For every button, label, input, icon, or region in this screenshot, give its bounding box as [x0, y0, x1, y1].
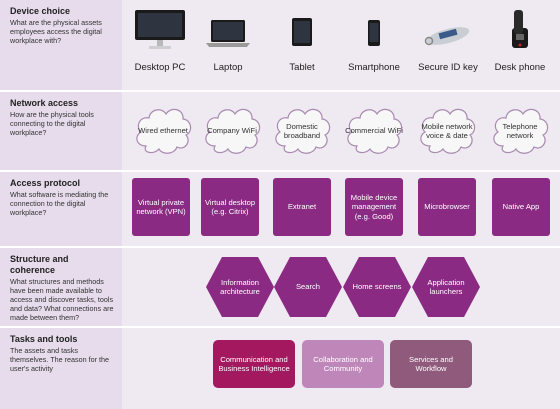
device-secure-id-key: Secure ID key: [412, 8, 484, 73]
protocol-extranet: Extranet: [273, 178, 331, 236]
structure-label: Home screens: [352, 282, 402, 292]
row-description: What software is mediating the connectio…: [10, 190, 109, 217]
row-label: Device choice What are the physical asse…: [0, 0, 122, 90]
device-smartphone: Smartphone: [338, 8, 410, 73]
network-cloud: Telephone network: [489, 102, 551, 160]
network-label: Mobile network voice & date: [421, 121, 473, 141]
row-label: Structure and coherence What structures …: [0, 248, 122, 326]
row-network-access: Network access How are the physical tool…: [0, 92, 560, 170]
network-cloud: Company WiFi: [201, 102, 263, 160]
row-description: What structures and methods have been ma…: [10, 277, 114, 322]
network-label: Telephone network: [502, 121, 538, 141]
row-title: Device choice: [10, 6, 71, 16]
network-cloud: Mobile network voice & date: [416, 102, 478, 160]
row-title: Tasks and tools: [10, 334, 78, 344]
structure-home-screens: Home screens: [342, 256, 412, 318]
network-label: Commercial WiFi: [345, 126, 403, 136]
device-label: Laptop: [213, 62, 243, 73]
device-label: Desk phone: [494, 62, 546, 73]
task-collaboration-community: Collaboration and Community: [302, 340, 384, 388]
network-cloud: Wired ethernet: [132, 102, 194, 160]
row-structure-coherence: Structure and coherence What structures …: [0, 248, 560, 326]
structure-label: Information architecture: [220, 277, 260, 297]
secure-id-key-icon: [412, 8, 484, 52]
desk-phone-icon: [484, 8, 556, 52]
protocol-native-app: Native App: [492, 178, 550, 236]
row-title: Structure and coherence: [10, 254, 69, 275]
structure-application-launchers: Application launchers: [411, 256, 481, 318]
device-laptop: Laptop: [192, 8, 264, 73]
structure-label: Application launchers: [427, 277, 465, 297]
task-communication-bi: Communication and Business Intelligence: [213, 340, 295, 388]
device-desktop-pc: Desktop PC: [124, 8, 196, 73]
smartphone-icon: [338, 8, 410, 52]
row-title: Network access: [10, 98, 79, 108]
network-label: Company WiFi: [207, 126, 257, 136]
device-tablet: Tablet: [266, 8, 338, 73]
row-description: How are the physical tools connecting to…: [10, 110, 94, 137]
laptop-icon: [192, 8, 264, 52]
structure-label: Search: [295, 282, 321, 292]
device-label: Smartphone: [348, 62, 400, 73]
structure-information-architecture: Information architecture: [205, 256, 275, 318]
row-description: The assets and tasks themselves. The rea…: [10, 346, 109, 373]
structure-search: Search: [273, 256, 343, 318]
protocol-mobile-device-management: Mobile device management (e.g. Good): [345, 178, 403, 236]
protocol-vpn: Virtual private network (VPN): [132, 178, 190, 236]
row-tasks-tools: Tasks and tools The assets and tasks the…: [0, 328, 560, 409]
network-label: Domestic broadband: [283, 121, 321, 141]
desktop-monitor-icon: [124, 8, 196, 52]
protocol-virtual-desktop: Virtual desktop (e.g. Citrix): [201, 178, 259, 236]
device-label: Tablet: [289, 62, 315, 73]
tablet-icon: [266, 8, 338, 52]
device-desk-phone: Desk phone: [484, 8, 556, 73]
device-label: Secure ID key: [418, 62, 478, 73]
row-device-choice: Device choice What are the physical asse…: [0, 0, 560, 90]
row-description: What are the physical assets employees a…: [10, 18, 102, 45]
row-title: Access protocol: [10, 178, 81, 188]
row-label: Tasks and tools The assets and tasks the…: [0, 328, 122, 409]
task-services-workflow: Services and Workflow: [390, 340, 472, 388]
device-label: Desktop PC: [134, 62, 186, 73]
row-access-protocol: Access protocol What software is mediati…: [0, 172, 560, 246]
network-cloud: Commercial WiFi: [343, 102, 405, 160]
network-cloud: Domestic broadband: [271, 102, 333, 160]
network-label: Wired ethernet: [138, 126, 188, 136]
row-label: Access protocol What software is mediati…: [0, 172, 122, 246]
protocol-microbrowser: Microbrowser: [418, 178, 476, 236]
row-label: Network access How are the physical tool…: [0, 92, 122, 170]
